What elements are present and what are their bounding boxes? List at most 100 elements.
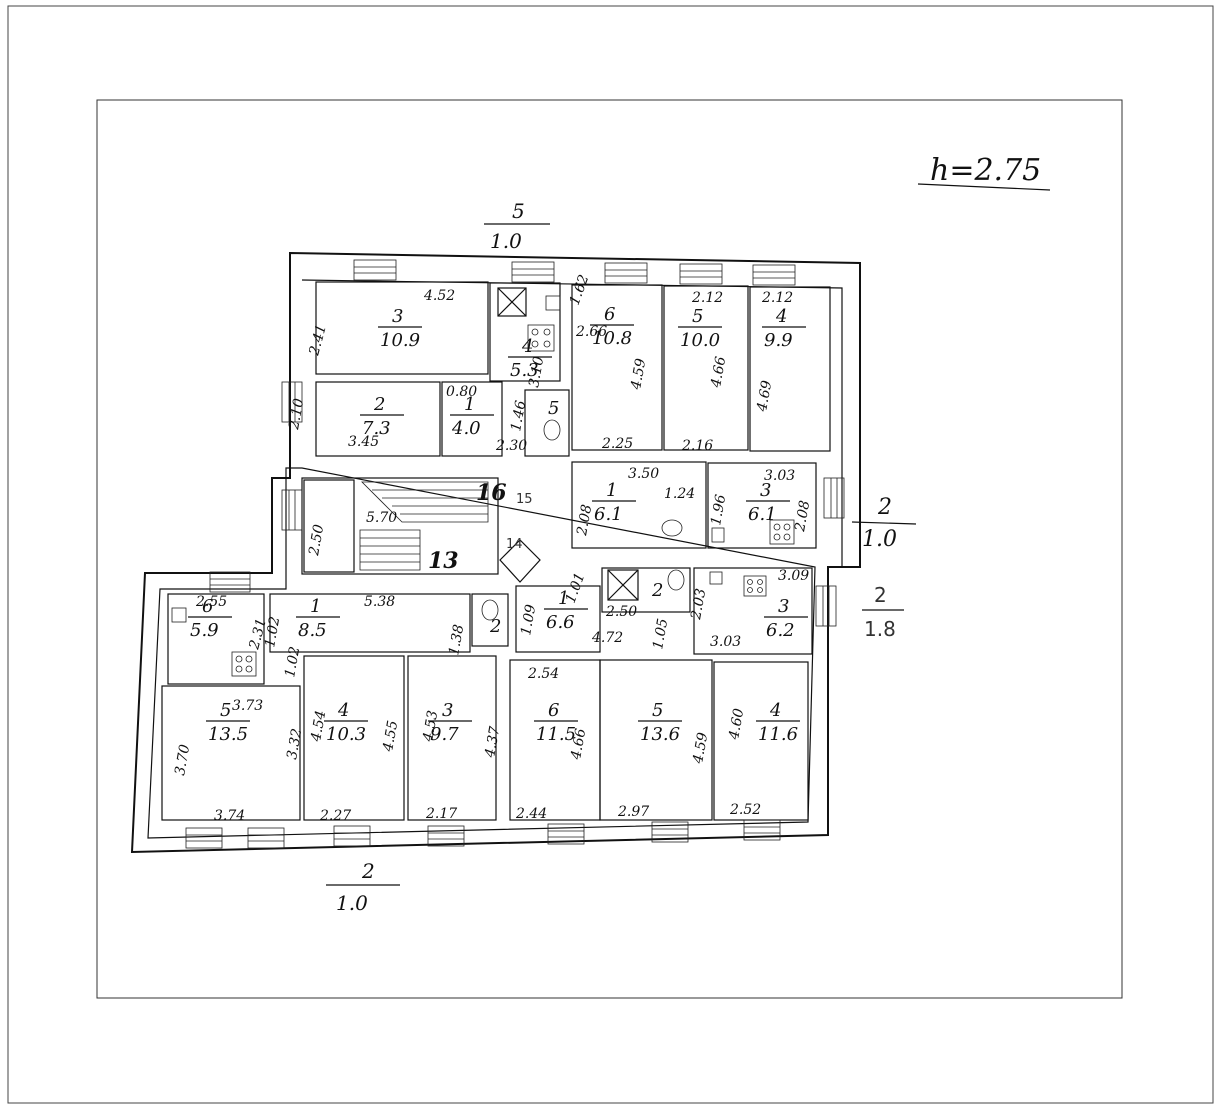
dimension-label: 1.09 <box>518 603 539 637</box>
dimension-label: 4.54 <box>308 709 329 743</box>
room-sw-5-area: 13.5 <box>208 724 248 745</box>
room-nw-5-outline <box>524 389 570 457</box>
room-se-3-outline <box>693 567 813 655</box>
dimension-label: 2.52 <box>729 802 761 818</box>
room-nw-3-number: 3 <box>392 306 403 327</box>
dimension-label: 4.69 <box>754 379 775 414</box>
room-sw-1-area: 8.5 <box>298 620 327 641</box>
room-nw-2-number: 2 <box>373 394 385 415</box>
room-ne-4-area: 9.9 <box>764 330 793 351</box>
room-ne-5-area: 10.0 <box>680 330 720 351</box>
label-right-lower-den: 1.8 <box>864 617 896 641</box>
dimension-labels: 4.522.412.103.450.802.303.101.461.622.66… <box>172 273 813 824</box>
room-nw-2-outline <box>315 381 441 457</box>
room-sw-4-outline <box>303 655 405 821</box>
dimension-label: 3.50 <box>628 466 659 482</box>
room-sw-6-area: 5.9 <box>190 620 219 641</box>
room-nw-1-area: 4.0 <box>451 418 481 439</box>
room-ne-6-outline <box>571 284 663 451</box>
room-se-1-outline <box>515 585 601 653</box>
dimension-label: 2.03 <box>688 587 709 622</box>
dimension-label: 1.02 <box>262 615 283 649</box>
dimension-label: 4.66 <box>568 727 589 762</box>
dimension-label: 2.17 <box>425 806 457 822</box>
room-se-5-number: 5 <box>652 700 663 721</box>
dimension-label: 2.10 <box>286 397 307 432</box>
dimension-label: 0.80 <box>446 384 477 400</box>
dimension-label: 4.59 <box>690 731 711 766</box>
dimension-label: 5.70 <box>366 510 397 526</box>
label-right-upper-den: 1.0 <box>862 527 897 552</box>
windows-bottom <box>185 819 781 849</box>
room-se-1-number: 1 <box>558 588 569 609</box>
dimension-label: 2.66 <box>575 324 607 340</box>
dimension-label: 1.02 <box>282 645 303 679</box>
room-se-5-outline <box>599 659 713 821</box>
sink-icon <box>171 295 725 623</box>
dimension-label: 2.44 <box>515 806 547 822</box>
dimension-label: 2.41 <box>306 323 330 358</box>
inner-wall-outline <box>147 279 843 839</box>
stair-core <box>301 477 499 575</box>
room-sw-1-number: 1 <box>310 596 321 617</box>
dimension-label: 3.03 <box>764 468 795 484</box>
label-right-lower-num: 2 <box>874 583 887 607</box>
label-bottom-num: 2 <box>361 859 375 883</box>
room-se-5-area: 13.6 <box>640 724 680 745</box>
room-nw-4-outline <box>489 282 561 382</box>
dimension-label: 3.10 <box>526 355 547 389</box>
dimension-label: 2.55 <box>195 594 227 610</box>
dimension-label: 1.62 <box>567 273 593 308</box>
dimension-label: 2.50 <box>306 523 327 558</box>
dimension-label: 2.08 <box>792 499 813 534</box>
dimension-label: 2.25 <box>601 436 633 452</box>
stair-flight-upper <box>361 481 489 523</box>
room-nw-3-outline <box>315 281 489 375</box>
room-se-4-area: 11.6 <box>758 724 798 745</box>
room-se-2-outline <box>601 567 691 613</box>
room-sw-3-area: 9.7 <box>430 724 459 745</box>
room-ne-6-number: 6 <box>604 304 615 325</box>
dimension-label: 3.45 <box>348 434 379 450</box>
room-ne-4-number: 4 <box>775 306 787 327</box>
room-sw-6-number: 6 <box>202 596 213 617</box>
dimension-label: 2.30 <box>495 438 527 454</box>
dimension-label: 3.70 <box>172 743 193 777</box>
room-ne-5-outline <box>663 285 749 451</box>
room-nw-2-area: 7.3 <box>362 418 391 439</box>
dimension-label: 2.27 <box>319 808 351 824</box>
stove-icon <box>231 324 795 677</box>
room-ne-4-outline <box>749 286 831 452</box>
room-ne-1-area: 6.1 <box>594 504 623 525</box>
stair-flight-lower <box>359 529 421 571</box>
height-note-underline <box>917 183 1051 191</box>
hall-15-label: 15 <box>516 492 533 507</box>
room-ne-6-area: 10.8 <box>592 328 632 349</box>
dimension-label: 2.97 <box>617 804 649 820</box>
dimension-label: 2.54 <box>527 666 559 682</box>
room-se-6-number: 6 <box>548 700 559 721</box>
dimension-label: 4.37 <box>482 725 503 760</box>
label-top-num: 5 <box>512 199 525 223</box>
room-sw-4-area: 10.3 <box>326 724 366 745</box>
room-sw-6-outline <box>167 593 265 685</box>
dimension-label: 1.01 <box>563 571 589 606</box>
drawing-frame <box>96 99 1123 999</box>
room-nw-1-number: 1 <box>464 394 475 415</box>
label-right-upper-num: 2 <box>877 495 892 520</box>
dimension-label: 2.12 <box>761 290 793 306</box>
dimension-label: 3.03 <box>710 634 741 650</box>
dimension-label: 2.16 <box>681 438 713 454</box>
dimension-label: 1.96 <box>708 493 729 527</box>
room-nw-1-outline <box>441 381 503 457</box>
room-ne-3-area: 6.1 <box>748 504 777 525</box>
dimension-label: 4.55 <box>380 719 401 754</box>
room-sw-1-outline <box>269 593 471 653</box>
hall-14-label: 14 <box>506 537 523 552</box>
dimension-label: 5.38 <box>364 594 395 610</box>
shower-tray-icon <box>497 287 639 601</box>
room-ne-5-number: 5 <box>692 306 703 327</box>
stair-13-label: 13 <box>428 548 459 574</box>
room-ne-3-outline <box>707 462 817 549</box>
